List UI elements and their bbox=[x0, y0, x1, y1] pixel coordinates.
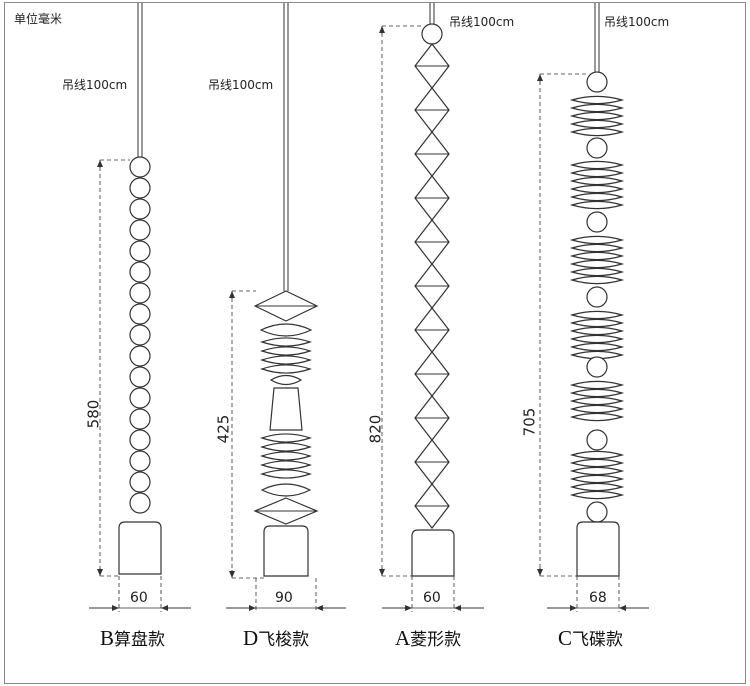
d-stack-2-disc-1 bbox=[260, 442, 312, 452]
width-label-d: 90 bbox=[275, 590, 293, 606]
b-bead-2 bbox=[129, 198, 151, 220]
c-bead-1 bbox=[586, 211, 608, 233]
caption-b-name: 算盘款 bbox=[114, 630, 166, 650]
c-stack-4-disc-1 bbox=[569, 388, 625, 398]
c-stack-4-disc-2 bbox=[569, 396, 625, 406]
a-base bbox=[411, 529, 455, 577]
d-stack-2-disc-0 bbox=[260, 433, 312, 443]
d-stack-2-disc-3 bbox=[260, 460, 312, 470]
b-bead-5 bbox=[129, 261, 151, 283]
c-stack-5-disc-2 bbox=[569, 466, 625, 476]
c-stack-2-disc-1 bbox=[569, 243, 625, 253]
b-bead-12 bbox=[129, 408, 151, 430]
b-bead-4 bbox=[129, 240, 151, 262]
d-base bbox=[263, 525, 309, 577]
c-stack-2-disc-4 bbox=[569, 267, 625, 277]
c-stack-1-disc-0 bbox=[569, 160, 625, 170]
c-stack-0-disc-1 bbox=[569, 103, 625, 113]
caption-c-letter: C bbox=[558, 626, 573, 650]
c-stack-1-disc-5 bbox=[569, 200, 625, 210]
d-stack-1-disc-3 bbox=[260, 364, 312, 374]
caption-c: C飞碟款 bbox=[558, 625, 623, 651]
cable-label-c: 吊线100cm bbox=[604, 15, 670, 29]
c-bead-4 bbox=[586, 429, 608, 451]
c-stack-3-disc-1 bbox=[569, 318, 625, 328]
c-bead-3 bbox=[586, 356, 608, 378]
c-stack-0-disc-2 bbox=[569, 111, 625, 121]
c-stack-1-disc-1 bbox=[569, 168, 625, 178]
b-bead-10 bbox=[129, 366, 151, 388]
c-top-bead bbox=[586, 71, 608, 93]
a-top-bead bbox=[421, 23, 443, 45]
c-stack-4-disc-3 bbox=[569, 404, 625, 414]
width-label-a: 60 bbox=[423, 590, 441, 606]
b-bead-16 bbox=[129, 492, 151, 514]
c-stack-3-disc-3 bbox=[569, 334, 625, 344]
d-stack-2-disc-4 bbox=[260, 469, 312, 479]
width-label-b: 60 bbox=[130, 590, 148, 606]
d-disc-a bbox=[259, 323, 313, 337]
c-base bbox=[576, 521, 620, 577]
d-stack-1-disc-2 bbox=[260, 355, 312, 365]
cable-label-d: 吊线100cm bbox=[208, 78, 274, 92]
caption-a-name: 菱形款 bbox=[410, 630, 462, 650]
c-stack-2-disc-5 bbox=[569, 275, 625, 285]
caption-d: D飞梭款 bbox=[243, 625, 309, 651]
c-stack-3-disc-4 bbox=[569, 342, 625, 352]
b-bead-1 bbox=[129, 177, 151, 199]
caption-b-letter: B bbox=[100, 626, 115, 650]
c-stack-1-disc-2 bbox=[569, 176, 625, 186]
d-cone bbox=[269, 387, 303, 431]
c-bead-2 bbox=[586, 286, 608, 308]
b-bead-7 bbox=[129, 303, 151, 325]
b-bead-3 bbox=[129, 219, 151, 241]
cable-label-a: 吊线100cm bbox=[449, 15, 515, 29]
caption-c-name: 飞碟款 bbox=[572, 630, 624, 650]
d-disc-b bbox=[260, 483, 312, 497]
unit-note: 单位毫米 bbox=[14, 12, 63, 26]
c-stack-0-disc-3 bbox=[569, 119, 625, 129]
caption-d-letter: D bbox=[243, 626, 259, 650]
b-bead-15 bbox=[129, 471, 151, 493]
c-bead-0 bbox=[586, 137, 608, 159]
c-stack-0-disc-4 bbox=[569, 127, 625, 137]
c-stack-3-disc-0 bbox=[569, 310, 625, 320]
caption-a-letter: A bbox=[395, 626, 411, 650]
c-stack-0-disc-0 bbox=[569, 95, 625, 105]
d-small-disc bbox=[269, 374, 303, 386]
c-stack-1-disc-4 bbox=[569, 192, 625, 202]
b-bead-11 bbox=[129, 387, 151, 409]
c-stack-5-disc-0 bbox=[569, 450, 625, 460]
c-stack-5-disc-4 bbox=[569, 482, 625, 492]
caption-a: A菱形款 bbox=[395, 625, 461, 651]
cable-label-b: 吊线100cm bbox=[62, 78, 128, 92]
c-stack-5-disc-5 bbox=[569, 490, 625, 500]
c-stack-3-disc-5 bbox=[569, 350, 625, 360]
b-bead-6 bbox=[129, 282, 151, 304]
c-stack-2-disc-3 bbox=[569, 259, 625, 269]
c-stack-5-disc-3 bbox=[569, 474, 625, 484]
b-bead-14 bbox=[129, 450, 151, 472]
c-stack-4-disc-4 bbox=[569, 412, 625, 422]
lamps-group bbox=[89, 3, 649, 612]
c-stack-1-disc-3 bbox=[569, 184, 625, 194]
d-stack-1-disc-1 bbox=[260, 346, 312, 356]
c-bead-5 bbox=[586, 501, 608, 523]
c-stack-3-disc-2 bbox=[569, 326, 625, 336]
b-bead-13 bbox=[129, 429, 151, 451]
b-base bbox=[118, 521, 162, 575]
b-bead-0 bbox=[129, 156, 151, 178]
d-stack-1-disc-0 bbox=[260, 337, 312, 347]
d-stack-2-disc-2 bbox=[260, 451, 312, 461]
c-stack-4-disc-0 bbox=[569, 380, 625, 390]
c-stack-5-disc-1 bbox=[569, 458, 625, 468]
width-label-c: 68 bbox=[589, 590, 607, 606]
caption-d-name: 飞梭款 bbox=[258, 630, 310, 650]
b-bead-8 bbox=[129, 324, 151, 346]
c-stack-2-disc-2 bbox=[569, 251, 625, 261]
b-bead-9 bbox=[129, 345, 151, 367]
caption-b: B算盘款 bbox=[100, 625, 165, 651]
c-stack-2-disc-0 bbox=[569, 235, 625, 245]
